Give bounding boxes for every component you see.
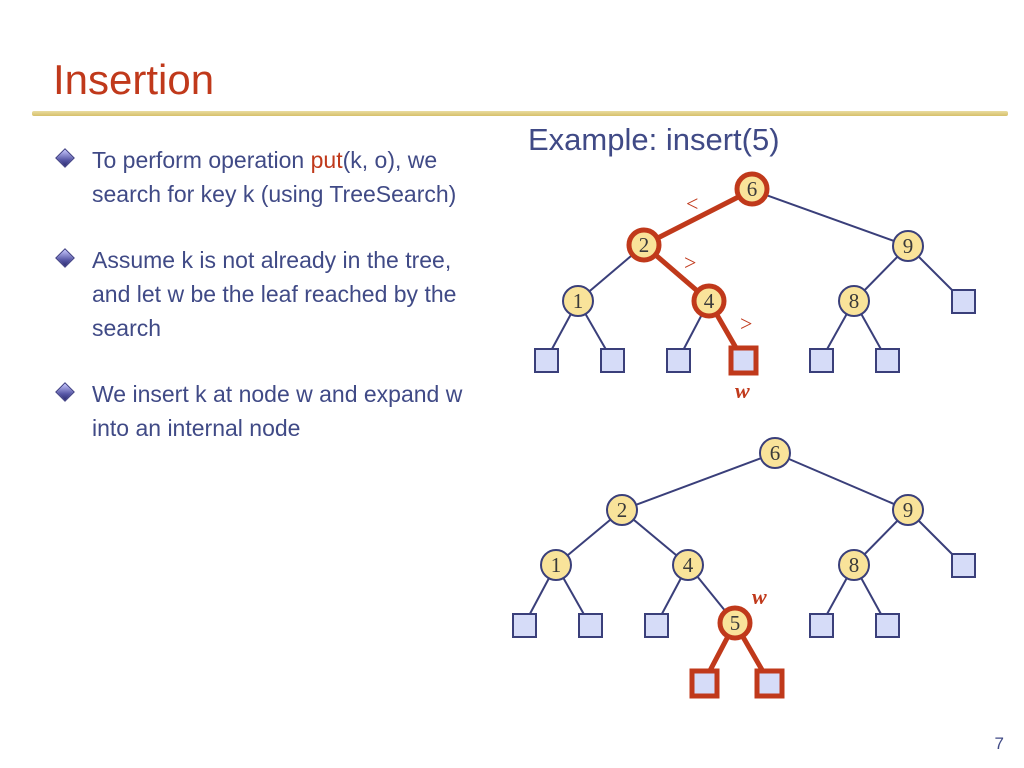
comparison-mark: < <box>686 191 698 216</box>
leaf-label-w: w <box>735 378 750 403</box>
leaf-node <box>951 289 976 314</box>
bullet-text: To perform operation put(k, o), we searc… <box>92 147 457 207</box>
node-label-w: w <box>752 584 767 609</box>
bullet-item: We insert k at node w and expand w into … <box>55 377 475 445</box>
comparison-mark: > <box>740 311 752 336</box>
internal-node-6 <box>734 171 770 207</box>
internal-node-1 <box>540 549 572 581</box>
new-leaf-node <box>754 668 785 699</box>
leaf-node <box>534 348 559 373</box>
bullet-text: We insert k at node w and expand w into … <box>92 381 463 441</box>
put-keyword: put <box>310 147 343 173</box>
tree-edge <box>774 452 909 511</box>
internal-node-8 <box>838 549 870 581</box>
tree-edge <box>621 452 776 511</box>
leaf-node <box>951 553 976 578</box>
tree-edge <box>751 189 909 247</box>
node-key: 1 <box>573 289 584 313</box>
page-number: 7 <box>994 734 1004 753</box>
node-key: 4 <box>683 553 694 577</box>
search-path-edge <box>641 187 755 248</box>
comparison-mark: > <box>684 250 696 275</box>
new-leaf-node <box>689 668 720 699</box>
internal-node-4 <box>672 549 704 581</box>
node-key: 6 <box>770 441 781 465</box>
internal-node-9 <box>892 230 924 262</box>
internal-node-8 <box>838 285 870 317</box>
node-key: 9 <box>903 234 914 258</box>
leaf-node <box>875 348 900 373</box>
node-key: 9 <box>903 498 914 522</box>
example-title: Example: insert(5) <box>528 122 780 157</box>
tree-before: < > > w 6 2 9 1 4 8 <box>534 171 976 403</box>
leaf-node <box>875 613 900 638</box>
bullet-item: Assume k is not already in the tree, and… <box>55 243 475 345</box>
leaf-node <box>600 348 625 373</box>
leaf-node <box>666 348 691 373</box>
node-key: 2 <box>639 233 650 257</box>
bullet-text: Assume k is not already in the tree, and… <box>92 247 457 341</box>
node-key: 8 <box>849 553 860 577</box>
title-rule <box>32 111 1008 116</box>
node-key: 8 <box>849 289 860 313</box>
bullet-item: To perform operation put(k, o), we searc… <box>55 143 475 211</box>
leaf-node <box>644 613 669 638</box>
slide-title: Insertion <box>53 56 215 103</box>
leaf-node <box>809 348 834 373</box>
inserted-node-5 <box>717 605 753 641</box>
internal-node-4 <box>691 283 727 319</box>
node-key: 1 <box>551 553 562 577</box>
leaf-node <box>809 613 834 638</box>
node-key: 6 <box>747 177 758 201</box>
node-key: 4 <box>704 289 715 313</box>
tree-after: w 6 2 9 1 4 8 5 <box>512 437 976 699</box>
internal-node-1 <box>562 285 594 317</box>
internal-node-6 <box>759 437 791 469</box>
internal-node-2 <box>626 227 662 263</box>
internal-node-2 <box>606 494 638 526</box>
node-key: 5 <box>730 611 741 635</box>
leaf-node <box>578 613 603 638</box>
internal-node-9 <box>892 494 924 526</box>
node-key: 2 <box>617 498 628 522</box>
leaf-node <box>512 613 537 638</box>
bullet-list: To perform operation put(k, o), we searc… <box>55 143 475 477</box>
target-leaf-w <box>728 345 759 376</box>
